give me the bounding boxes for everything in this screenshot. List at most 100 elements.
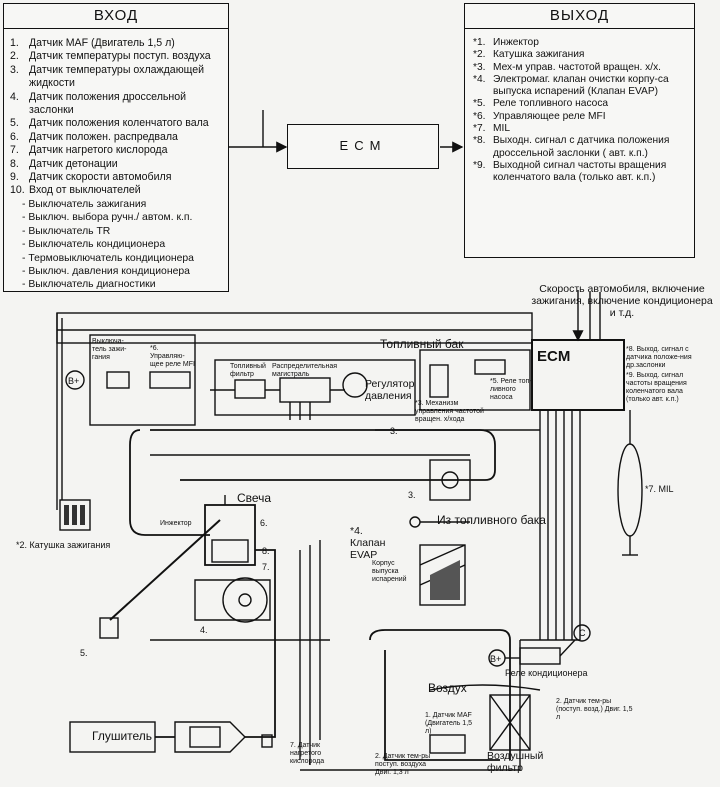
air-filter-label: Воздушный фильтр — [487, 750, 544, 774]
output-item-number: *9. — [473, 159, 486, 171]
input-item: 1.Датчик MAF (Двигатель 1,5 л) — [10, 37, 224, 50]
ignition-coil — [99, 617, 119, 639]
mfi-relay-label: *6. Управляю-щее реле MFI — [150, 345, 195, 368]
ecm-out9-label: *9. Выход. сигнал частоты вращения колен… — [626, 372, 687, 403]
output-item-text: Выходн. сигнал с датчика положения дросс… — [493, 135, 670, 159]
coil-pack — [59, 499, 91, 531]
input-item-number: 9. — [10, 171, 19, 184]
output-item-text: Выходной сигнал частоты вращения коленча… — [493, 159, 667, 184]
ignition-coil-label: *2. Катушка зажигания — [16, 540, 111, 550]
air-filter — [489, 694, 531, 751]
input-item-text: Датчик нагретого кислорода — [29, 144, 168, 157]
output-item-number: *1. — [473, 37, 486, 48]
input-item-number: 4. — [10, 90, 19, 103]
input-item-text: Датчик положения дроссельной заслонки — [29, 90, 187, 117]
switch-input-list: - Выключатель зажигания- Выключ. выбора … — [4, 198, 228, 292]
output-item-number: *2. — [473, 49, 486, 61]
switch-input-item: - Выключатель кондиционера — [22, 239, 166, 251]
fuel-pump-relay-label: *5. Реле топ-ливного насоса — [490, 378, 532, 401]
ac-relay-label: Реле кондиционера — [505, 668, 588, 678]
maf-sensor-label: 1. Датчик MAF (Двигатель 1,5 л) — [425, 712, 473, 735]
switch-input-item: - Выключатель диагностики — [22, 279, 156, 291]
output-item-text: Электромаг. клапан очистки корпу-са выпу… — [493, 73, 669, 98]
input-item: 6. Датчик положен. распредвала — [10, 131, 224, 144]
fuel-filter-label: Топливный фильтр — [230, 363, 266, 378]
input-item-text: Датчик положения коленчатого вала — [29, 117, 209, 130]
output-item-text: Управляющее реле MFI — [493, 110, 606, 122]
c-mark-label: C — [579, 628, 586, 638]
catalytic-converter — [174, 721, 246, 753]
pressure-regulator — [342, 372, 368, 398]
input-item-text: Датчик скорости автомобиля — [29, 171, 172, 184]
num-5-label: 5. — [80, 648, 88, 658]
cylinder — [204, 504, 256, 566]
output-panel: ВЫХОД *1. Инжектор *2. Катушка зажигания*3.… — [464, 3, 695, 258]
b-plus-label-2: B+ — [490, 654, 502, 664]
output-item-number: *7. — [473, 123, 486, 135]
input-item-text: Вход от выключателей — [29, 184, 141, 197]
input-list: 1.Датчик MAF (Двигатель 1,5 л)2.Датчик т… — [4, 29, 228, 198]
fuel-tank — [419, 349, 531, 411]
switch-input-item: - Выключатель зажигания — [22, 198, 147, 210]
iat-sensor-13-label: 2. Датчик тем-ры поступ. воздуха Двиг. 1… — [375, 753, 431, 776]
o2-sensor-label: 7. Датчик нагретого кислорода — [290, 742, 325, 765]
output-item-text: Катушка зажигания — [493, 49, 585, 61]
num-6-label: 6. — [260, 518, 268, 528]
input-item: 8. Датчик детонации — [10, 158, 224, 171]
fuel-filter — [234, 379, 266, 399]
muffler-label: Глушитель — [92, 729, 153, 743]
input-item-number: 6. — [10, 130, 19, 143]
output-item-text: Инжектор — [493, 37, 539, 48]
input-item-number: 8. — [10, 157, 19, 170]
switch-input-item: - Выключатель TR — [22, 225, 111, 237]
input-panel-title: ВХОД — [4, 4, 228, 29]
spark-plug-label: Свеча — [237, 491, 272, 505]
input-item: 4. Датчик положения дроссельной заслонки — [10, 91, 224, 118]
input-item-text: Датчик температуры поступ. воздуха — [29, 50, 211, 63]
input-item: 7. Датчик нагретого кислорода — [10, 144, 224, 157]
output-item-number: *4. — [473, 73, 486, 85]
output-item: *4. Электромаг. клапан очистки корпу-са в… — [473, 74, 690, 99]
switch-input-item: - Выключ. давления кондиционера — [22, 265, 190, 277]
input-item-number: 3. — [10, 63, 19, 76]
input-item: 10. Вход от выключателей — [10, 184, 224, 197]
input-item-text: Датчик детонации — [29, 157, 118, 170]
output-item: *6. Управляющее реле MFI — [473, 111, 690, 123]
ignition-switch-label: Выключа-тель зажи-гания — [92, 338, 127, 361]
num-3-label: 3. — [408, 490, 416, 500]
num-7-label: 7. — [262, 562, 270, 572]
output-item: *3.Мех-м управ. частотой вращен. х/х. — [473, 62, 690, 74]
num-8-label: 8. — [262, 546, 270, 556]
output-panel-title: ВЫХОД — [465, 4, 694, 29]
evap-canister-label: Корпус выпуска испарений — [372, 560, 407, 583]
input-item: 3. Датчик температуры охлаждающей жидкост… — [10, 64, 224, 91]
output-item-number: *6. — [473, 110, 486, 122]
input-item-number: 10. — [10, 184, 25, 197]
input-item-text: Датчик температуры охлаждающей жидкости — [29, 63, 205, 90]
iat-sensor-15-label: 2. Датчик тем-ры (поступ. возд.) Двиг. 1… — [556, 698, 633, 721]
input-item-number: 7. — [10, 144, 19, 157]
output-item: *9. Выходной сигнал частоты вращения коле… — [473, 160, 690, 185]
from-tank-label: Из топливного бака — [437, 513, 546, 527]
output-item-text: MIL — [493, 123, 510, 135]
evap-canister — [419, 544, 466, 606]
ecm-diagram-label: ECM — [537, 348, 571, 365]
switch-input-item: - Термовыключатель кондиционера — [22, 252, 194, 264]
maf-sensor — [429, 734, 466, 754]
input-item: 9. Датчик скорости автомобиля — [10, 171, 224, 184]
output-item: *2. Катушка зажигания — [473, 49, 690, 61]
ecm-out8-label: *8. Выход. сигнал с датчика положе-ния д… — [626, 346, 692, 369]
input-item: 5.Датчик положения коленчатого вала — [10, 117, 224, 130]
evap-valve-label: *4. Клапан EVAP — [350, 525, 386, 561]
mil-label: *7. MIL — [645, 484, 674, 494]
input-item-text: Датчик положен. распредвала — [29, 130, 178, 143]
output-item-number: *8. — [473, 135, 486, 147]
air-label: Воздух — [428, 681, 467, 695]
b-plus-label-1: B+ — [68, 376, 80, 386]
output-item-text: Реле топливного насоса — [493, 98, 609, 110]
crankshaft-pulley — [222, 577, 268, 623]
output-item-number: *5. — [473, 98, 486, 110]
output-item-text: Мех-м управ. частотой вращен. х/х. — [493, 61, 661, 73]
crankcase — [194, 579, 271, 621]
